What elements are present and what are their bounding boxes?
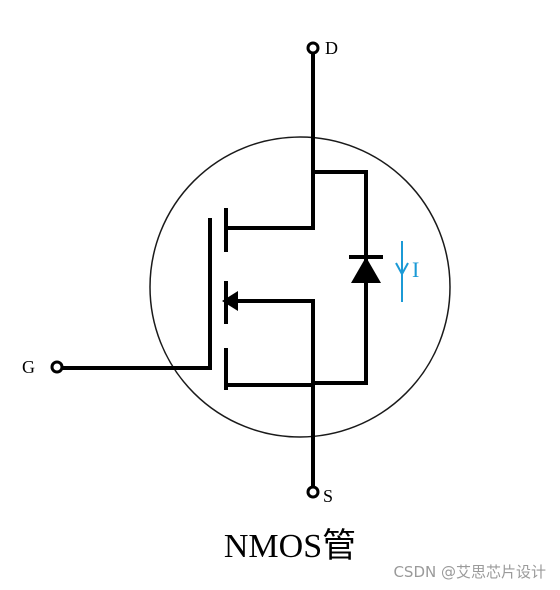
body-arrow <box>222 291 238 311</box>
diode-triangle <box>351 257 381 283</box>
current-indicator: I <box>395 241 419 302</box>
current-arrow-head <box>395 262 409 277</box>
source-terminal <box>306 485 320 499</box>
current-label: I <box>412 257 419 282</box>
drain-terminal <box>306 41 320 55</box>
source-label: S <box>323 486 333 506</box>
drain-label: D <box>325 38 338 58</box>
diagram-title: NMOS管 <box>224 527 356 565</box>
transistor-outline-circle <box>149 136 451 438</box>
watermark: CSDN @艾思芯片设计 <box>393 563 546 581</box>
gate-label: G <box>22 357 35 377</box>
gate-terminal <box>50 360 64 374</box>
body-diode <box>349 255 383 283</box>
